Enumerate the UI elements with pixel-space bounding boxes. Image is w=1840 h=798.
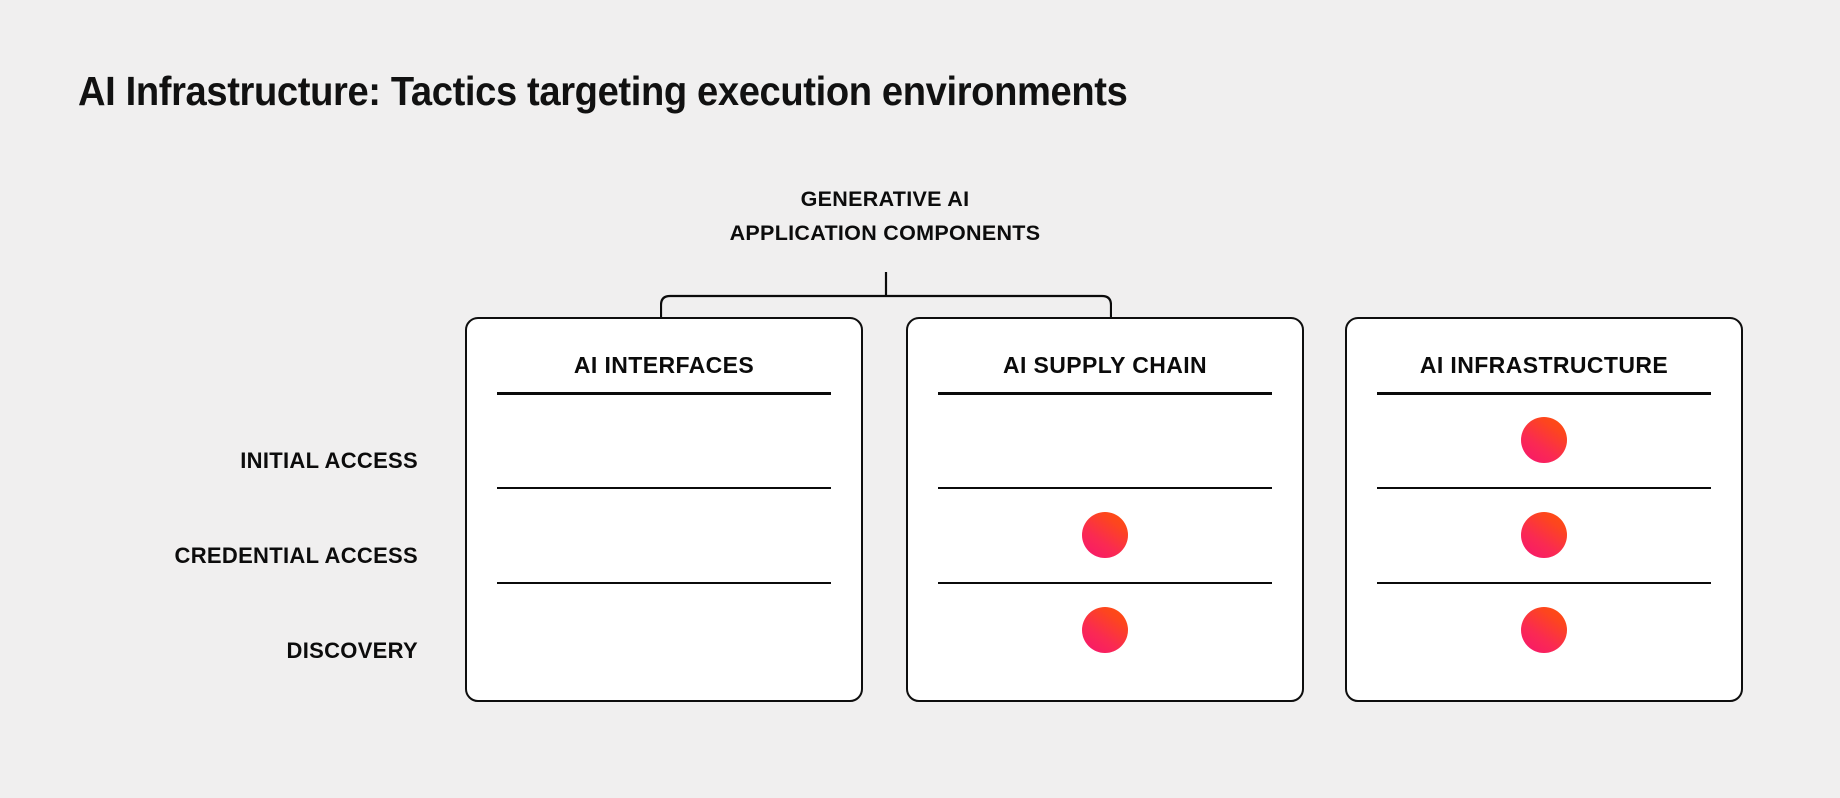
cell-ai-infrastructure-credential-access[interactable] [1347, 487, 1741, 582]
group-bracket-label-line-1: GENERATIVE AI [800, 187, 970, 211]
cell-ai-interfaces-initial-access[interactable] [467, 392, 861, 487]
marker-dot [1521, 416, 1567, 463]
page-title: AI Infrastructure: Tactics targeting exe… [78, 68, 1128, 114]
marker-dot [1521, 511, 1567, 558]
column-header-rule [1377, 392, 1711, 396]
column-title-ai-interfaces: AI INTERFACES [573, 352, 755, 378]
row-separator-2 [1377, 582, 1711, 585]
marker-dot [1521, 606, 1567, 653]
cell-ai-interfaces-discovery[interactable] [467, 582, 861, 677]
group-bracket-label: GENERATIVE AI APPLICATION COMPONENTS [585, 182, 1185, 251]
column-header-rule [497, 392, 831, 396]
row-label-initial-access: INITIAL ACCESS [240, 448, 418, 473]
row-separator-2 [497, 582, 831, 585]
column-card-ai-interfaces[interactable]: AI INTERFACES [465, 317, 863, 702]
group-bracket-label-line-2: APPLICATION COMPONENTS [729, 221, 1041, 246]
row-separator-1 [497, 487, 831, 490]
cell-ai-supply-chain-discovery[interactable] [908, 582, 1302, 677]
group-bracket-icon [660, 272, 1112, 320]
column-card-ai-infrastructure[interactable]: AI INFRASTRUCTURE [1345, 317, 1743, 702]
row-label-discovery: DISCOVERY [286, 638, 418, 663]
cell-ai-supply-chain-initial-access[interactable] [908, 392, 1302, 487]
row-separator-1 [938, 487, 1272, 490]
row-separator-1 [1377, 487, 1711, 490]
cell-ai-interfaces-credential-access[interactable] [467, 487, 861, 582]
cell-ai-infrastructure-initial-access[interactable] [1347, 392, 1741, 487]
column-title-ai-infrastructure: AI INFRASTRUCTURE [1419, 352, 1669, 378]
cell-ai-infrastructure-discovery[interactable] [1347, 582, 1741, 677]
row-separator-2 [938, 582, 1272, 585]
column-header-rule [938, 392, 1272, 396]
row-label-credential-access: CREDENTIAL ACCESS [174, 543, 418, 568]
marker-dot [1082, 606, 1128, 653]
marker-dot [1082, 511, 1128, 558]
column-card-ai-supply-chain[interactable]: AI SUPPLY CHAIN [906, 317, 1304, 702]
cell-ai-supply-chain-credential-access[interactable] [908, 487, 1302, 582]
column-title-ai-supply-chain: AI SUPPLY CHAIN [1002, 352, 1208, 378]
